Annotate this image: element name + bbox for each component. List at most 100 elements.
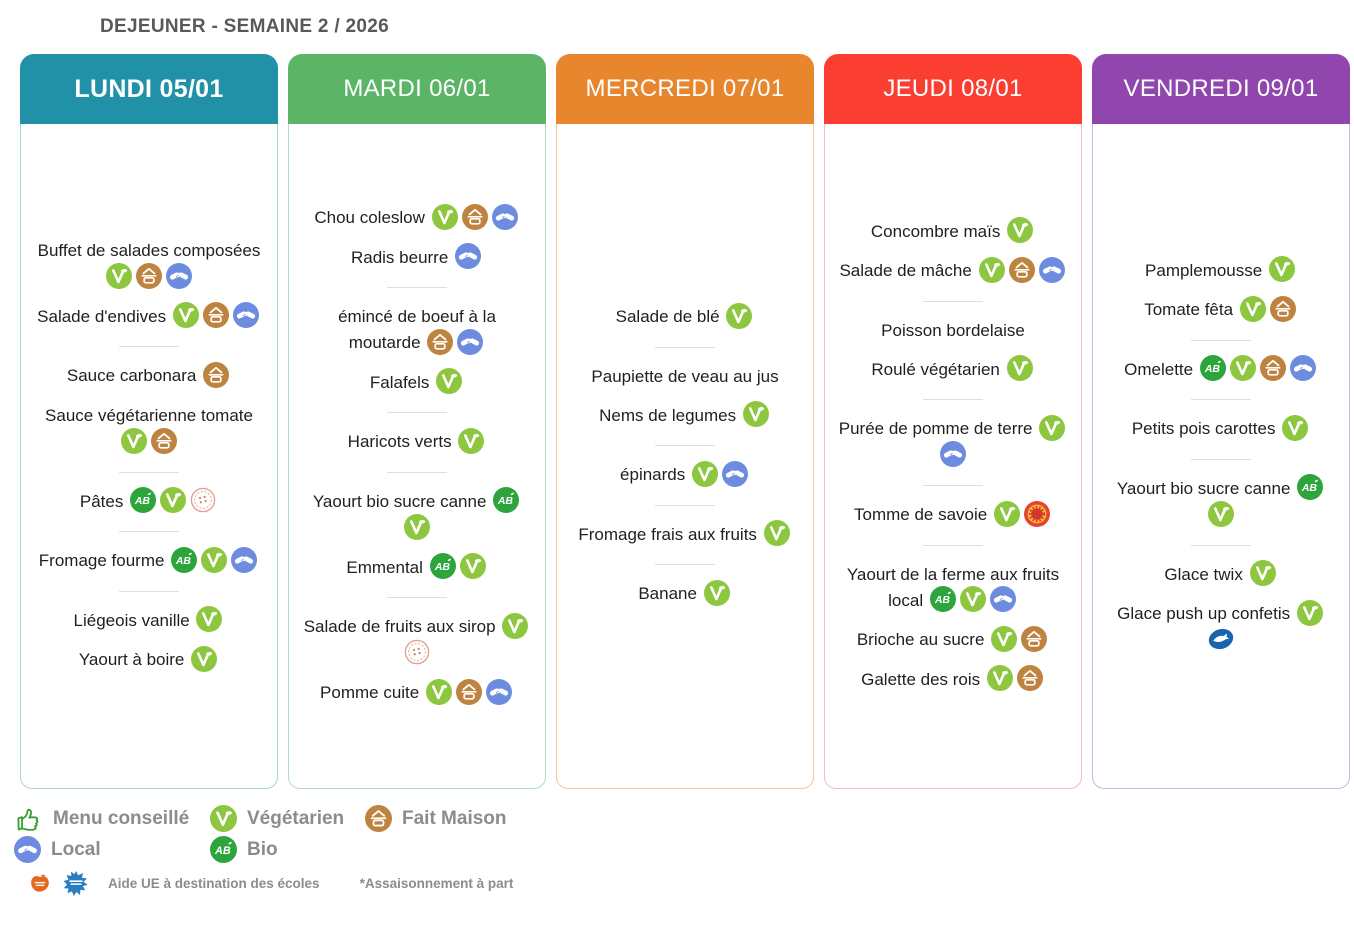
local-icon — [166, 262, 192, 289]
local-icon — [232, 302, 259, 329]
menu-item: Glace push up confetis — [1104, 599, 1338, 654]
fait-maison-icon — [1016, 665, 1043, 692]
menu-item-label: Chou coleslow — [314, 208, 430, 228]
group-divider — [923, 300, 983, 302]
menu-item-label: Tomate fêta — [1144, 300, 1238, 320]
local-icon — [1289, 355, 1316, 382]
vegetarian-icon — [1006, 355, 1033, 382]
svg-text:AB: AB — [175, 555, 192, 567]
menu-item: Yaourt bio sucre canne AB — [300, 487, 534, 542]
menu-group: Petits pois carottes — [1104, 414, 1338, 443]
page-title: DEJEUNER - SEMAINE 2 / 2026 — [100, 16, 389, 37]
thumbs-up-icon — [14, 804, 43, 833]
menu-item-label: Roulé végétarien — [871, 359, 1005, 379]
vegetarian-icon — [196, 606, 223, 633]
group-divider — [119, 531, 179, 533]
vegetarian-icon — [201, 546, 228, 573]
menu-item-label: Liégeois vanille — [73, 610, 195, 630]
menu-group: Liégeois vanille Yaourt à boire — [32, 606, 266, 674]
menu-item: Pâtes AB — [32, 487, 266, 516]
legend-item: Menu conseillé — [14, 803, 210, 834]
svg-text:AB: AB — [134, 495, 151, 507]
vegetarian-icon — [172, 302, 199, 329]
group-divider — [119, 346, 179, 348]
bio-icon: AB — [171, 546, 198, 573]
vegetarian-icon — [726, 302, 753, 329]
menu-item-label: Pomme cuite — [320, 683, 424, 703]
menu-item-label: Fromage fourme — [38, 551, 170, 571]
menu-item: Falafels — [300, 368, 534, 397]
vegetarian-icon — [1039, 414, 1066, 441]
menu-item: Buffet de salades composées — [32, 238, 266, 291]
menu-item-label: Yaourt bio sucre canne — [312, 491, 492, 511]
menu-item-label: émincé de boeuf à la moutarde — [338, 307, 496, 353]
fait-maison-icon — [1021, 625, 1048, 652]
svg-text:AB: AB — [433, 561, 450, 573]
menu-item: Petits pois carottes — [1104, 414, 1338, 443]
bio-icon: AB — [429, 553, 456, 580]
menu-item: Tomme de savoie — [836, 500, 1070, 529]
vegetarian-icon — [986, 665, 1013, 692]
menu-item-label: Glace twix — [1164, 564, 1248, 584]
menu-item-label: Radis beurre — [350, 247, 454, 267]
menu-item-label: Yaourt bio sucre canne — [1116, 478, 1296, 498]
menu-item-label: Purée de pomme de terre — [838, 419, 1038, 439]
fait-maison-icon — [136, 262, 162, 289]
local-icon — [940, 441, 966, 468]
group-divider — [387, 287, 447, 289]
vegetarian-icon — [763, 520, 790, 547]
group-divider — [119, 590, 179, 592]
bio-icon: AB — [1297, 474, 1324, 501]
local-icon — [231, 546, 258, 573]
vegetarian-icon — [431, 203, 458, 230]
menu-group: émincé de boeuf à la moutarde Falafels — [300, 304, 534, 396]
menu-item: Pomme cuite — [300, 678, 534, 707]
legend-item: Local — [14, 834, 210, 865]
day-header: VENDREDI 09/01 — [1092, 54, 1350, 124]
menu-group: Concombre maïs Salade de mâche — [836, 217, 1070, 285]
menu-item: Fromage fourme AB — [32, 546, 266, 575]
menu-item-label: Pâtes — [79, 491, 129, 511]
menu-item-label: Yaourt de la ferme aux fruits local — [846, 564, 1060, 610]
svg-text:AB: AB — [214, 845, 231, 857]
legend-item: Fait Maison — [365, 803, 1354, 834]
legend-spacer — [365, 834, 1354, 865]
menu-group: Haricots verts — [300, 427, 534, 456]
menu-item: Salade de blé — [568, 302, 802, 331]
legend-label: Bio — [247, 838, 278, 860]
svg-text:AB: AB — [497, 495, 514, 507]
menu-item-label: épinards — [620, 465, 690, 485]
svg-text:AB: AB — [934, 594, 951, 606]
group-divider — [923, 399, 983, 401]
menu-group: Glace twix Glace push up confetis — [1104, 560, 1338, 655]
menu-item: Roulé végétarien — [836, 355, 1070, 384]
menu-item: Pamplemousse — [1104, 256, 1338, 285]
menu-item: Galette des rois — [836, 665, 1070, 694]
vegetarian-icon — [121, 427, 147, 454]
menu-group: Yaourt bio sucre canne AB — [1104, 474, 1338, 529]
menu-item: Haricots verts — [300, 427, 534, 456]
menu-item-label: Galette des rois — [861, 669, 985, 689]
group-divider — [655, 346, 715, 348]
menu-item-label: Glace push up confetis — [1117, 604, 1295, 624]
day-menu-body: Concombre maïs Salade de mâche Poisson b… — [824, 124, 1082, 789]
vegetarian-icon — [404, 513, 430, 540]
vegetarian-icon — [1268, 256, 1295, 283]
menu-item-label: Salade de mâche — [839, 261, 977, 281]
menu-item: Brioche au sucre — [836, 625, 1070, 654]
day-header: LUNDI 05/01 — [20, 54, 278, 124]
menu-group: Salade de fruits aux sirop Pomme cuite — [300, 612, 534, 707]
group-divider — [1191, 544, 1251, 546]
menu-group: Omelette AB — [1104, 355, 1338, 384]
group-divider — [387, 597, 447, 599]
bio-icon: AB — [210, 836, 237, 863]
group-divider — [655, 445, 715, 447]
menu-group: Pâtes AB — [32, 487, 266, 516]
